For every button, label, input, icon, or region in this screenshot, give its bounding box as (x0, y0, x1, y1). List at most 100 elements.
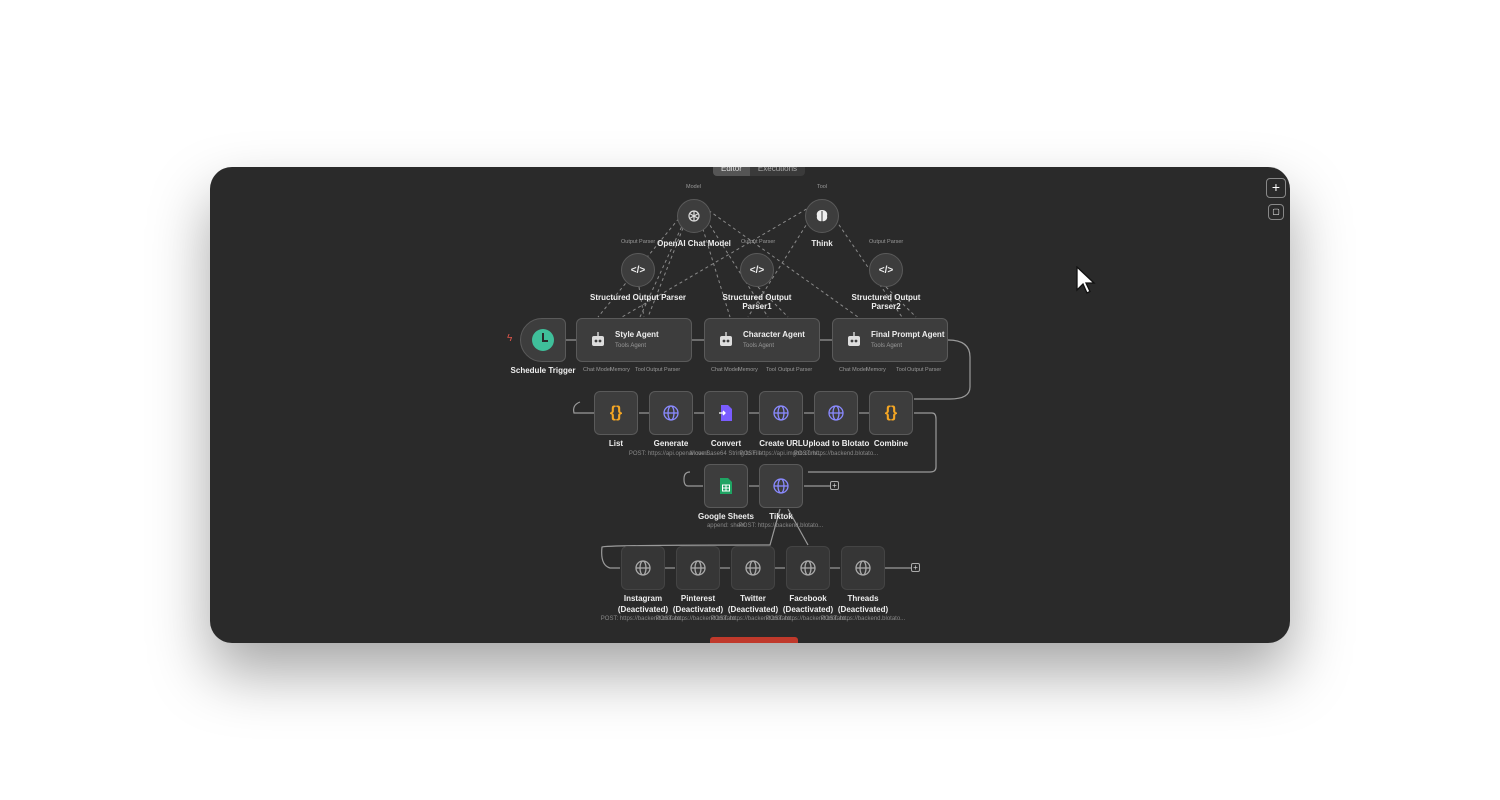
tiktok-sub: POST: https://backend.blotato... (738, 523, 824, 529)
create-url-label: Create URL (759, 439, 803, 448)
tiktok-node[interactable] (759, 464, 803, 508)
agent-subtitle: Tools Agent (743, 343, 775, 349)
output-parser-label-1: Output Parser (741, 239, 776, 245)
brain-icon (816, 210, 828, 222)
deactivated-status: (Deactivated) (782, 605, 834, 614)
add-node-button[interactable]: + (1266, 178, 1286, 198)
create-url-node[interactable] (759, 391, 803, 435)
agent-title: Character Agent (743, 330, 805, 339)
tab-executions[interactable]: Executions (757, 167, 798, 173)
mouse-pointer-icon (1076, 266, 1096, 294)
code-braces-icon: {} (884, 404, 898, 421)
character-agent-node[interactable]: Character Agent Tools Agent (704, 318, 820, 362)
lightning-icon: ϟ (507, 333, 513, 344)
robot-icon (848, 332, 860, 346)
sticky-note-button[interactable]: ▢ (1268, 204, 1284, 220)
instagram-node[interactable] (621, 546, 665, 590)
structured-output-parser1-node[interactable]: </> (740, 253, 774, 287)
style-agent-node[interactable]: Style Agent Tools Agent (576, 318, 692, 362)
globe-icon (828, 405, 844, 421)
threads-sub: POST: https://backend.blotato... (820, 616, 906, 622)
combine-node[interactable]: {} (869, 391, 913, 435)
test-workflow-button[interactable] (710, 637, 798, 643)
tool-connector-label: Tool (817, 184, 828, 190)
create-url-sub: POST: https://api.imgbb.com/... (739, 451, 823, 457)
facebook-sub: POST: https://backend.blotato... (765, 616, 851, 622)
combine-label: Combine (873, 439, 909, 448)
tiktok-label: Tiktok (769, 512, 793, 521)
output-parser-label-0: Output Parser (621, 239, 656, 245)
final-prompt-agent-node[interactable]: Final Prompt Agent Tools Agent (832, 318, 948, 362)
output-parser-connector: Output Parser (778, 367, 813, 373)
convert-sub: Move Base64 String to File (689, 451, 763, 457)
threads-node[interactable] (841, 546, 885, 590)
twitter-node[interactable] (731, 546, 775, 590)
structured-output-parser1-label: Structured Output Parser1 (722, 293, 792, 311)
pinterest-sub: POST: https://backend.blotato... (655, 616, 741, 622)
tool-connector: Tool (896, 367, 907, 373)
code-braces-icon: {} (609, 404, 623, 421)
list-label: List (608, 439, 624, 448)
instagram-label: Instagram (623, 594, 663, 603)
google-sheets-label: Google Sheets (697, 512, 754, 521)
upload-to-blotato-node[interactable] (814, 391, 858, 435)
structured-output-parser-label: Structured Output Parser (589, 293, 686, 302)
globe-icon (690, 560, 706, 576)
twitter-label: Twitter (740, 594, 766, 603)
structured-output-parser-node[interactable]: </> (621, 253, 655, 287)
globe-icon (773, 405, 789, 421)
generate-sub: POST: https://api.openai.com/... (628, 451, 714, 457)
chat-model-connector: Chat Model (583, 367, 612, 373)
convert-label: Convert (710, 439, 742, 448)
add-node-plus[interactable]: + (830, 481, 839, 490)
upload-sub: POST: https://backend.blotato... (793, 451, 879, 457)
deactivated-status: (Deactivated) (727, 605, 779, 614)
memory-connector: Memory (610, 367, 630, 373)
google-sheets-sub: append: sheet (706, 523, 746, 529)
memory-connector: Memory (738, 367, 758, 373)
globe-icon (745, 560, 761, 576)
agent-subtitle: Tools Agent (615, 343, 647, 349)
workflow-canvas[interactable]: Editor Executions + ▢ Model Tool Output … (210, 167, 1290, 643)
tab-editor[interactable]: Editor (713, 167, 750, 176)
code-brackets-icon: </> (749, 264, 765, 276)
output-parser-connector: Output Parser (907, 367, 942, 373)
robot-icon (720, 332, 732, 346)
output-parser-connector: Output Parser (646, 367, 681, 373)
output-parser-label-2: Output Parser (869, 239, 904, 245)
globe-icon (855, 560, 871, 576)
openai-icon (688, 210, 700, 222)
deactivated-status: (Deactivated) (672, 605, 724, 614)
structured-output-parser2-label: Structured Output Parser2 (851, 293, 921, 311)
list-node[interactable]: {} (594, 391, 638, 435)
schedule-trigger-node[interactable] (520, 318, 566, 362)
instagram-sub: POST: https://backend.blotato... (600, 616, 686, 622)
google-sheets-node[interactable] (704, 464, 748, 508)
chat-model-connector: Chat Model (839, 367, 868, 373)
openai-chat-model-node[interactable] (677, 199, 711, 233)
tool-connector: Tool (766, 367, 777, 373)
agent-subtitle: Tools Agent (871, 343, 903, 349)
globe-icon (800, 560, 816, 576)
facebook-label: Facebook (789, 594, 827, 603)
structured-output-parser2-node[interactable]: </> (869, 253, 903, 287)
agent-title: Final Prompt Agent (871, 330, 945, 339)
openai-chat-model-label: OpenAI Chat Model (657, 239, 731, 248)
add-node-plus[interactable]: + (911, 563, 920, 572)
globe-icon (773, 478, 789, 494)
file-convert-icon (719, 405, 732, 421)
pinterest-node[interactable] (676, 546, 720, 590)
chat-model-connector: Chat Model (711, 367, 740, 373)
convert-node[interactable] (704, 391, 748, 435)
code-brackets-icon: </> (878, 264, 894, 276)
threads-label: Threads (847, 594, 879, 603)
think-node[interactable] (805, 199, 839, 233)
model-connector-label: Model (686, 184, 701, 190)
upload-to-blotato-label: Upload to Blotato (802, 439, 870, 448)
view-tabs: Editor Executions (713, 167, 806, 176)
generate-node[interactable] (649, 391, 693, 435)
generate-label: Generate (653, 439, 689, 448)
facebook-node[interactable] (786, 546, 830, 590)
agent-title: Style Agent (615, 330, 659, 339)
think-label: Think (811, 239, 833, 248)
